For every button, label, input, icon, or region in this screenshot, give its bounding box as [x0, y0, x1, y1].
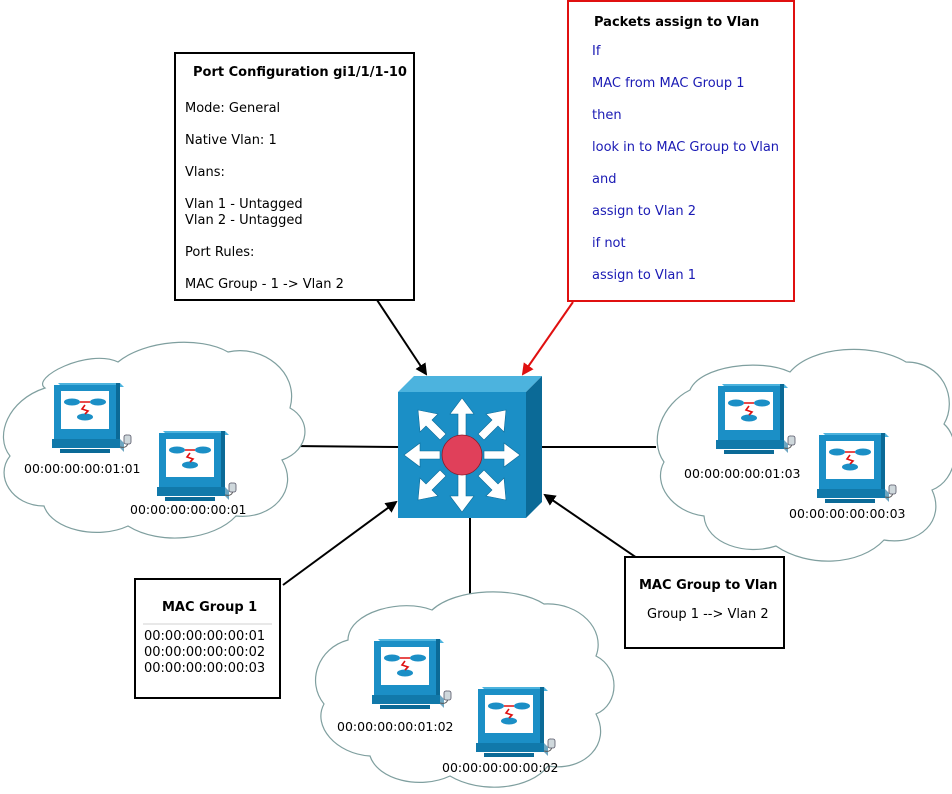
mac-label: 00:00:00:00:00:03 — [789, 506, 906, 521]
port-config-rule-1: MAC Group - 1 -> Vlan 2 — [185, 277, 344, 292]
packets-assign-line: MAC from MAC Group 1 — [592, 76, 745, 91]
packets-assign-line: assign to Vlan 1 — [592, 268, 696, 283]
mac-label: 00:00:00:00:01:02 — [337, 719, 454, 734]
packets-assign-line: if not — [592, 236, 626, 251]
packets-assign-line: look in to MAC Group to Vlan — [592, 140, 779, 155]
mac-group-1-entry: 00:00:00:00:00:03 — [144, 661, 265, 676]
port-config-vlan1: Vlan 1 - Untagged — [185, 197, 303, 212]
port-config-rules: Port Rules: — [185, 245, 254, 260]
mac-label: 00:00:00:00:00:02 — [442, 760, 559, 775]
port-config-mode: Mode: General — [185, 101, 280, 116]
packets-assign-box: Packets assign to Vlan If MAC from MAC G… — [567, 0, 795, 302]
workstation-icon — [51, 382, 132, 454]
arrow-port-config — [376, 299, 428, 376]
cloud-icon — [314, 591, 615, 788]
multilayer-switch-icon — [398, 376, 542, 518]
mac-label: 00:00:00:00:01:01 — [24, 461, 141, 476]
connection-lines — [282, 299, 656, 602]
packets-assign-line: then — [592, 108, 622, 123]
port-config-vlans: Vlans: — [185, 165, 225, 180]
mac-group-1-title: MAC Group 1 — [162, 600, 257, 615]
arrow-packets-assign — [521, 301, 574, 376]
mac-label: 00:00:00:00:01:03 — [684, 466, 801, 481]
port-configuration-box: Port Configuration gi1/1/1-10 Mode: Gene… — [174, 52, 415, 301]
workstation-icon — [475, 686, 556, 758]
port-config-title: Port Configuration gi1/1/1-10 — [193, 65, 407, 80]
packets-assign-line: and — [592, 172, 616, 187]
workstation-icon — [816, 432, 897, 504]
cloud-icon — [656, 348, 952, 562]
mac-group-to-vlan-box: MAC Group to Vlan Group 1 --> Vlan 2 — [624, 556, 785, 649]
cloud-left: 00:00:00:00:01:01 00:00:00:00:00:01 — [2, 341, 306, 539]
mac-group-1-entry: 00:00:00:00:00:02 — [144, 645, 265, 660]
workstation-icon — [156, 430, 237, 502]
packets-assign-line: assign to Vlan 2 — [592, 204, 696, 219]
packets-assign-line: If — [592, 44, 601, 59]
packets-assign-title: Packets assign to Vlan — [594, 15, 759, 30]
cloud-right: 00:00:00:00:01:03 00:00:00:00:00:03 — [656, 348, 952, 562]
arrow-mac-group-to-vlan — [543, 493, 638, 559]
port-config-vlan2: Vlan 2 - Untagged — [185, 213, 303, 228]
port-config-native-vlan: Native Vlan: 1 — [185, 133, 277, 148]
mac-group-1-box: MAC Group 1 00:00:00:00:00:01 00:00:00:0… — [134, 578, 281, 699]
mac-label: 00:00:00:00:00:01 — [130, 502, 247, 517]
arrow-mac-group-1 — [282, 500, 398, 586]
mac-group-1-entry: 00:00:00:00:00:01 — [144, 629, 265, 644]
mac-group-to-vlan-rule: Group 1 --> Vlan 2 — [647, 607, 769, 622]
mac-group-to-vlan-title: MAC Group to Vlan — [639, 578, 777, 593]
workstation-icon — [715, 383, 796, 455]
cloud-bottom: 00:00:00:00:01:02 00:00:00:00:00:02 — [314, 591, 615, 788]
link-left — [291, 445, 399, 448]
workstation-icon — [371, 638, 452, 710]
